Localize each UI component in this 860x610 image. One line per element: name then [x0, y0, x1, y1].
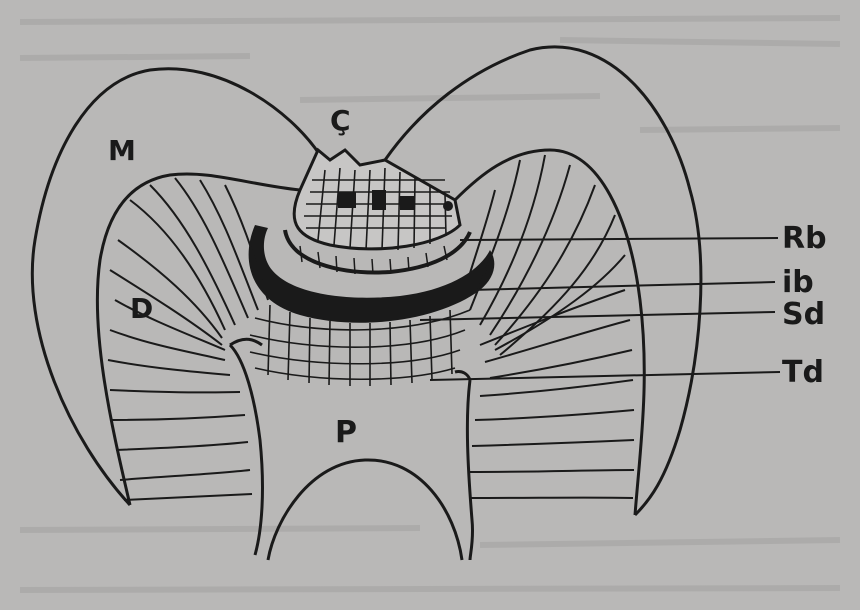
dentin-tubules-right — [462, 155, 634, 498]
label-sclerotic-dentin: Sd — [782, 297, 825, 332]
label-cavity: Ç — [330, 104, 351, 137]
label-tertiary-dentin: Td — [782, 355, 824, 390]
label-enamel: M — [108, 134, 136, 167]
label-inner-band: ib — [782, 265, 814, 300]
callout-line-sd — [420, 312, 775, 320]
callout-line-rb — [460, 238, 778, 240]
pulp-chamber-floor — [268, 460, 462, 560]
label-dentin: D — [130, 292, 153, 325]
callout-line-td — [430, 372, 780, 380]
label-reactive-band: Rb — [782, 221, 827, 256]
label-pulp: P — [335, 415, 357, 450]
callout-line-ib — [470, 282, 775, 290]
